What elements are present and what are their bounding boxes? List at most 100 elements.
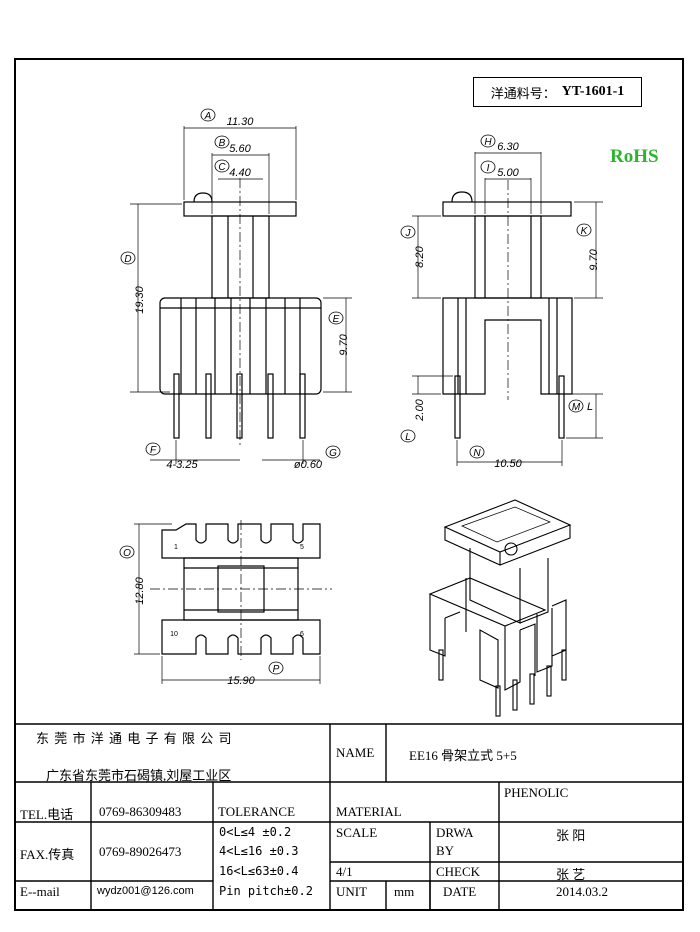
email-label: E--mail [20,884,60,899]
rohs-badge: RoHS [610,146,659,167]
balloon-p [268,661,284,675]
balloon-letter-a: A [204,111,212,122]
fax-label: FAX.传真 [20,847,75,862]
balloon-letter-p: P [273,664,280,675]
dimension-k: 9.70 [588,248,600,270]
drawn-value: 张 阳 [556,828,586,843]
balloon-letter-k: K [581,226,589,237]
balloon-letter-i: I [487,163,490,174]
dimension-f: 4-3.25 [166,459,198,471]
dimension-i: 5.00 [497,167,519,179]
balloon-letter-b: B [219,138,226,149]
drawn-label-1: DRWA [436,825,474,840]
dimension-e: 9.70 [338,333,350,355]
dimension-h: 6.30 [497,141,519,153]
drawing-sheet [14,58,684,911]
tolerance-row-4: Pin pitch±0.2 [219,884,313,898]
top-dimension-lines [134,523,321,684]
balloon-letter-o: O [123,548,131,559]
balloon-letter-j: J [405,228,412,239]
balloon-k [576,223,592,237]
side-view [412,152,603,466]
dimension-o: 12.80 [134,576,146,604]
name-value: EE16 骨架立式 5+5 [409,748,517,763]
balloon-letter-e: E [333,314,340,325]
dimension-j: 8.20 [414,245,426,267]
drawn-label-2: BY [436,843,455,858]
iso-knob [504,542,518,556]
part-number-label: 洋通料号： [490,85,556,101]
balloon-letter-f: F [150,445,157,456]
balloon-f [145,442,161,456]
scale-value: 4/1 [336,864,353,879]
balloon-b [214,135,230,149]
top-view-lower-flange [161,619,321,655]
balloon-letter-m: M [572,402,581,413]
part-number-value: YT-1601-1 [561,84,625,99]
front-view [130,126,352,464]
isometric-view [428,499,572,717]
pin-label-5: 5 [300,544,304,551]
balloon-m [568,399,584,413]
balloon-l [400,429,416,443]
fax-value: 0769-89026473 [99,844,182,859]
pin-label-10: 10 [170,631,178,638]
iso-pins [438,649,567,717]
top-view [134,520,332,684]
dimension-p: 15.90 [227,675,255,687]
balloon-i [480,160,496,174]
material-label: MATERIAL [336,804,402,819]
unit-value: mm [394,884,415,899]
dimension-l: 2.00 [414,398,426,421]
balloon-letter-n: N [473,448,481,459]
side-top-knob [451,191,473,203]
balloon-c [214,159,230,173]
company-address: 广东省东莞市石碣镇,刘屋工业区 [46,768,232,783]
balloon-letter-g: G [329,448,337,459]
side-base [442,297,573,395]
tolerance-label: TOLERANCE [218,804,296,819]
front-core [211,215,270,299]
side-pin-left [454,375,461,439]
balloon-d [120,251,136,265]
side-dimension-lines [412,152,603,466]
front-base [159,297,322,395]
date-value: 2014.03.2 [556,884,608,899]
front-pins [173,373,306,439]
front-dimension-lines [130,126,352,464]
dimension-m: L [587,401,593,413]
top-view-upper-flange [161,523,321,559]
balloon-letter-h: H [484,137,492,148]
tolerance-row-2: 4<L≤16 ±0.3 [219,844,299,858]
part-number-box: 洋通料号： YT-1601-1 [473,77,642,107]
front-top-knob [193,192,213,203]
balloon-letter-l: L [405,432,411,443]
pin-label-6: 6 [300,631,304,638]
check-label: CHECK [436,864,481,879]
tolerance-row-1: 0<L≤4 ±0.2 [219,825,292,839]
pin-label-1: 1 [174,544,178,551]
balloon-letter-d: D [124,254,131,265]
dimension-g: ø0.60 [294,459,323,471]
side-pin-right [558,375,565,439]
scale-label: SCALE [336,825,378,840]
material-value: PHENOLIC [504,785,569,800]
balloon-n [469,445,485,459]
balloon-j [400,225,416,239]
balloon-o [119,545,135,559]
balloon-a [200,108,216,122]
dimension-d: 19.30 [134,285,146,313]
unit-label: UNIT [336,884,368,899]
balloon-letter-c: C [218,162,226,173]
dimension-b: 5.60 [229,143,251,155]
date-label: DATE [443,884,477,899]
email-value: wydz001@126.com [97,885,194,897]
check-value: 张 艺 [556,867,586,882]
title-block-grid [14,723,684,911]
balloon-h [480,134,496,148]
side-top-flange [442,201,572,217]
dimension-a: 11.30 [227,116,255,128]
balloon-e [328,311,344,325]
dimension-c: 4.40 [229,167,251,179]
